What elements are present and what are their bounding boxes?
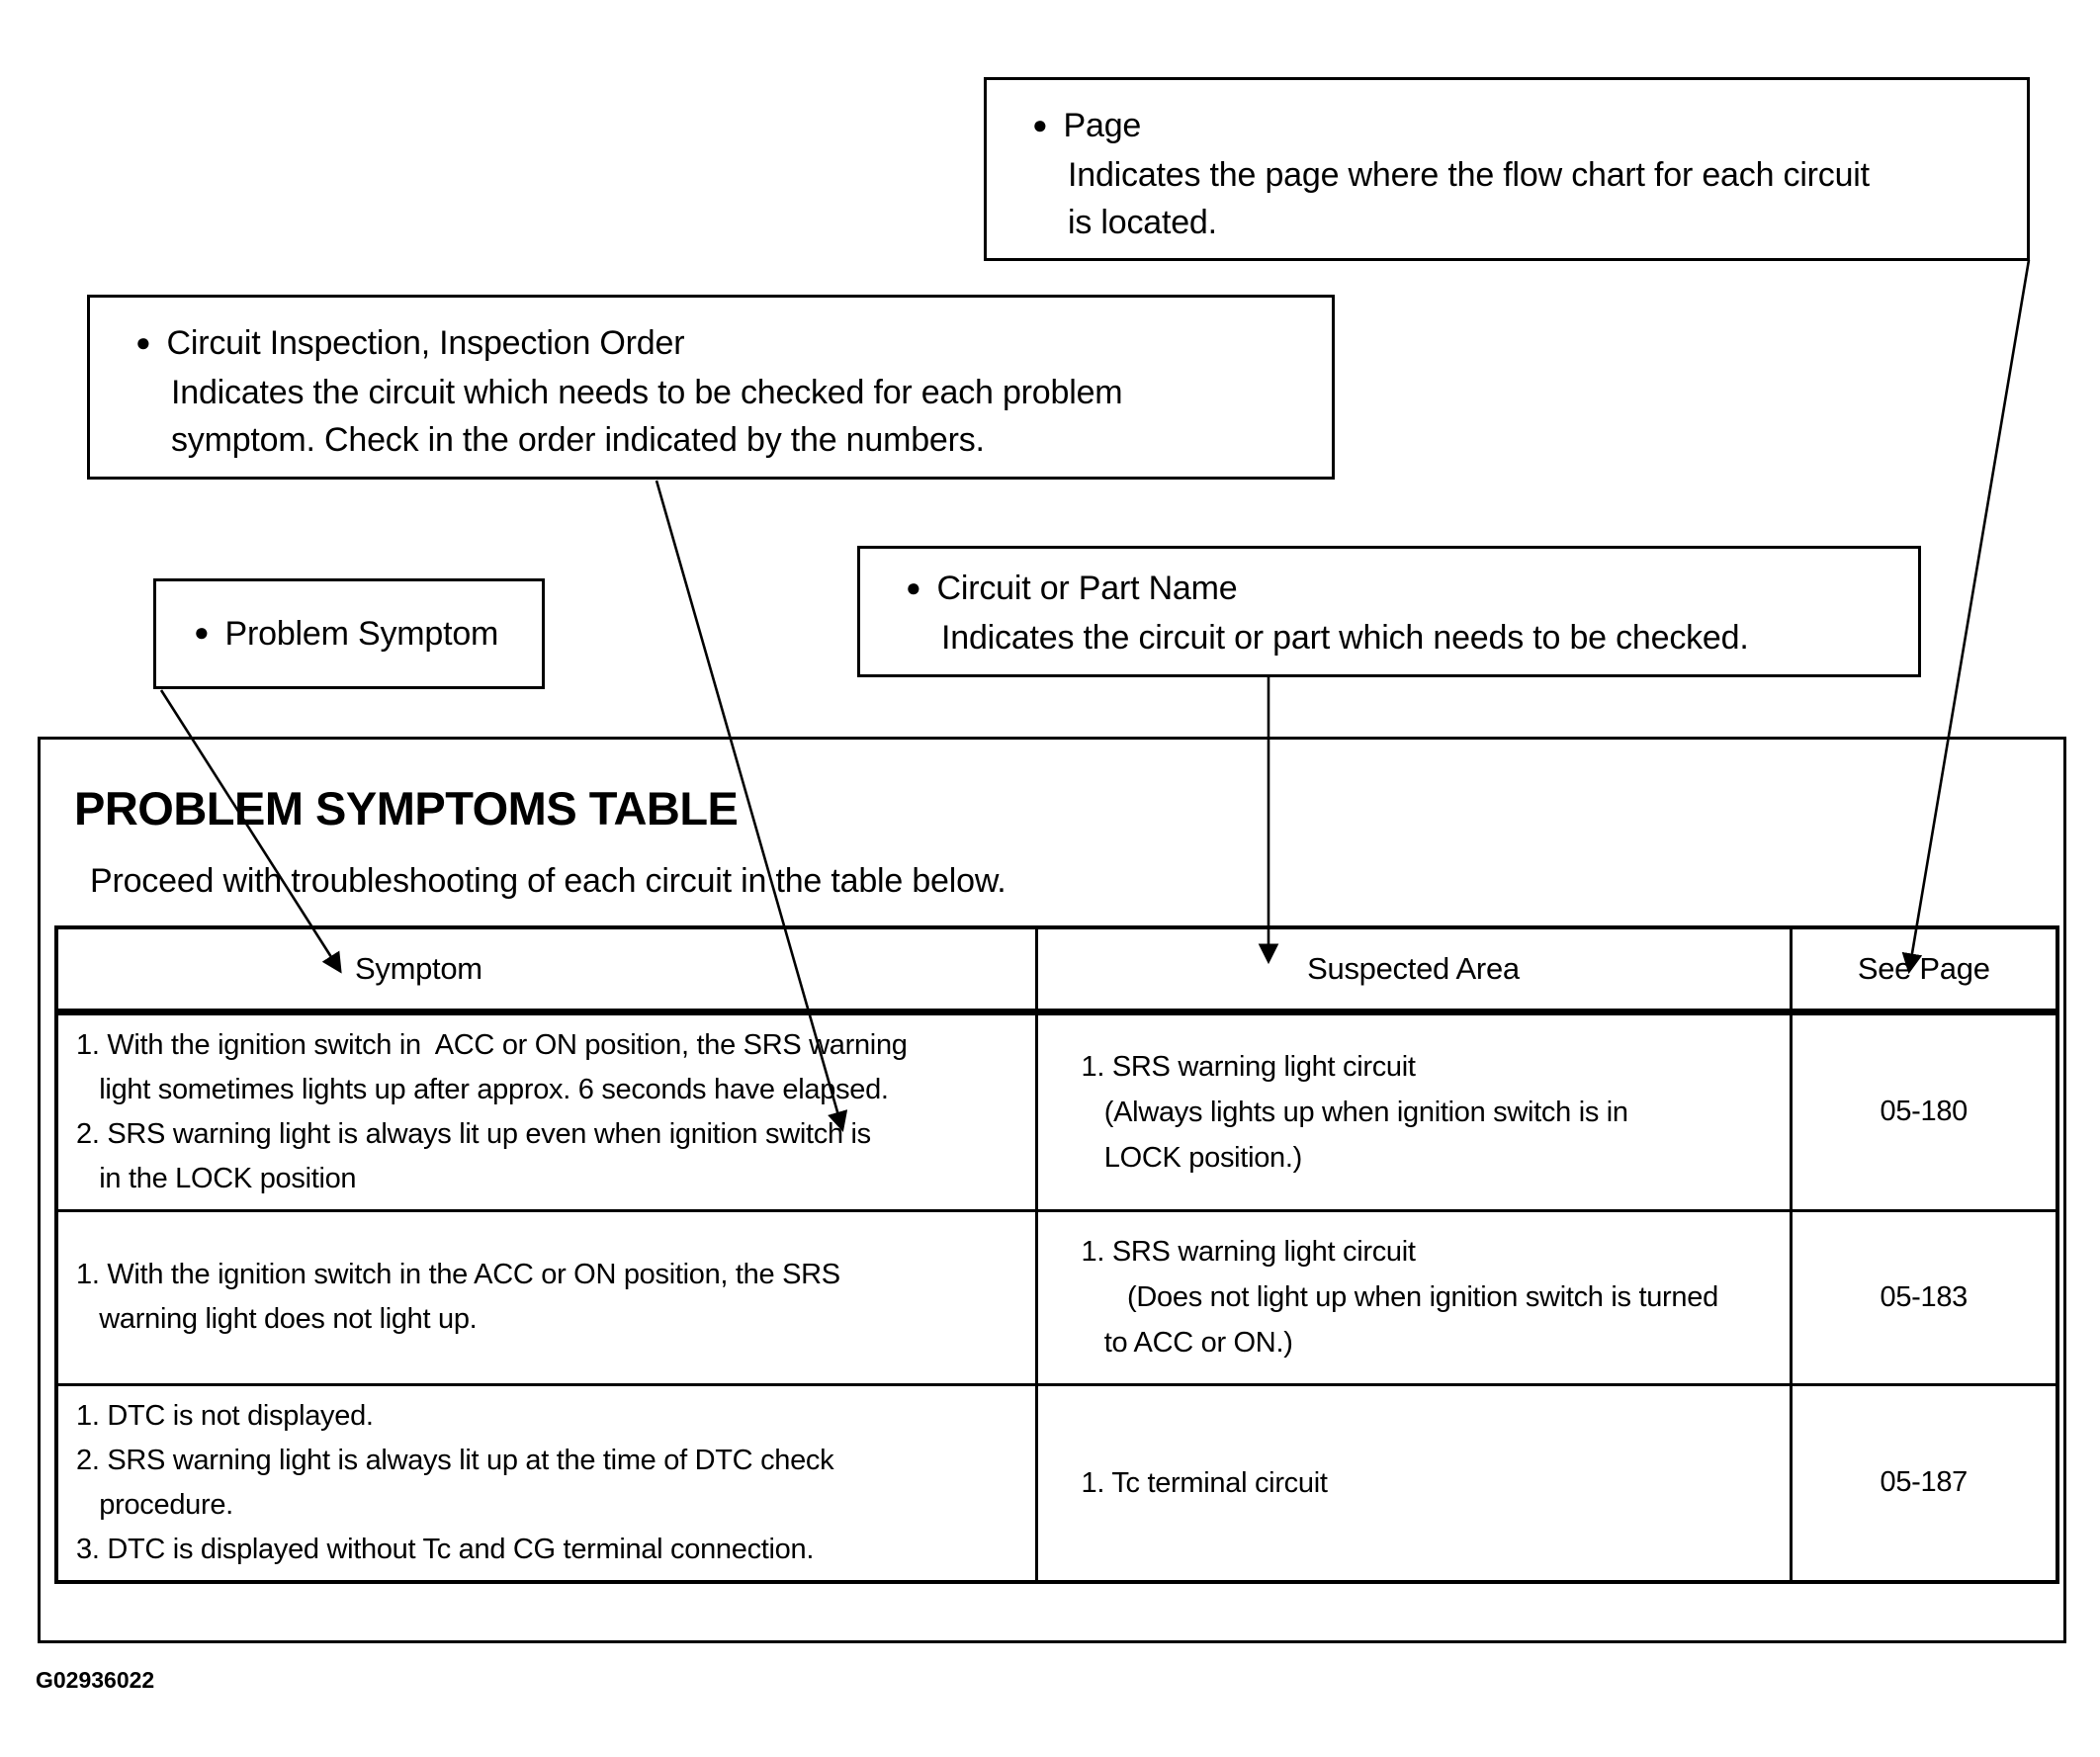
- bullet-icon: ●: [135, 327, 151, 357]
- problem-symptoms-section: PROBLEM SYMPTOMS TABLE Proceed with trou…: [38, 737, 2066, 1643]
- see-page-cell: 05-187: [1789, 1382, 2059, 1584]
- table-row: 1. With the ignition switch in the ACC o…: [54, 1208, 2059, 1386]
- table-row: 1. DTC is not displayed. 2. SRS warning …: [54, 1382, 2059, 1584]
- circuit-inspection-callout-title: Circuit Inspection, Inspection Order: [166, 324, 685, 362]
- see-page-cell: 05-183: [1789, 1208, 2059, 1386]
- circuit-part-callout-title: Circuit or Part Name: [936, 570, 1238, 607]
- section-title: PROBLEM SYMPTOMS TABLE: [74, 782, 739, 835]
- table-row: 1. With the ignition switch in ACC or ON…: [54, 1010, 2059, 1212]
- circuit-part-callout-body: Indicates the circuit or part which need…: [941, 619, 1749, 657]
- suspected-area-cell: 1. Tc terminal circuit: [1034, 1382, 1793, 1584]
- symptom-cell: 1. DTC is not displayed. 2. SRS warning …: [54, 1382, 1038, 1584]
- figure-code: G02936022: [36, 1667, 155, 1693]
- table-header-row: Symptom Suspected Area See Page: [54, 925, 2059, 1015]
- bullet-icon: ●: [194, 617, 210, 647]
- page-callout-body: Indicates the page where the flow chart …: [1068, 156, 1870, 241]
- bullet-icon: ●: [906, 572, 921, 602]
- symptom-cell: 1. With the ignition switch in ACC or ON…: [54, 1010, 1038, 1212]
- page-callout-title: Page: [1063, 107, 1142, 144]
- circuit-part-callout-box: ● Circuit or Part Name Indicates the cir…: [857, 546, 1921, 677]
- problem-symptom-callout-title: Problem Symptom: [224, 615, 499, 653]
- column-header-symptom: Symptom: [54, 925, 1038, 1015]
- symptom-cell: 1. With the ignition switch in the ACC o…: [54, 1208, 1038, 1386]
- circuit-inspection-callout-body: Indicates the circuit which needs to be …: [171, 374, 1123, 459]
- circuit-inspection-callout-box: ● Circuit Inspection, Inspection Order I…: [87, 295, 1335, 480]
- page-callout-box: ● Page Indicates the page where the flow…: [984, 77, 2030, 261]
- suspected-area-cell: 1. SRS warning light circuit (Does not l…: [1034, 1208, 1793, 1386]
- bullet-icon: ●: [1032, 110, 1048, 139]
- section-subtitle: Proceed with troubleshooting of each cir…: [90, 862, 1006, 900]
- column-header-suspected-area: Suspected Area: [1034, 925, 1793, 1015]
- column-header-see-page: See Page: [1789, 925, 2059, 1015]
- problem-symptoms-table: Symptom Suspected Area See Page 1. With …: [54, 925, 2059, 1584]
- see-page-cell: 05-180: [1789, 1010, 2059, 1212]
- problem-symptom-callout-box: ● Problem Symptom: [153, 578, 545, 689]
- suspected-area-cell: 1. SRS warning light circuit (Always lig…: [1034, 1010, 1793, 1212]
